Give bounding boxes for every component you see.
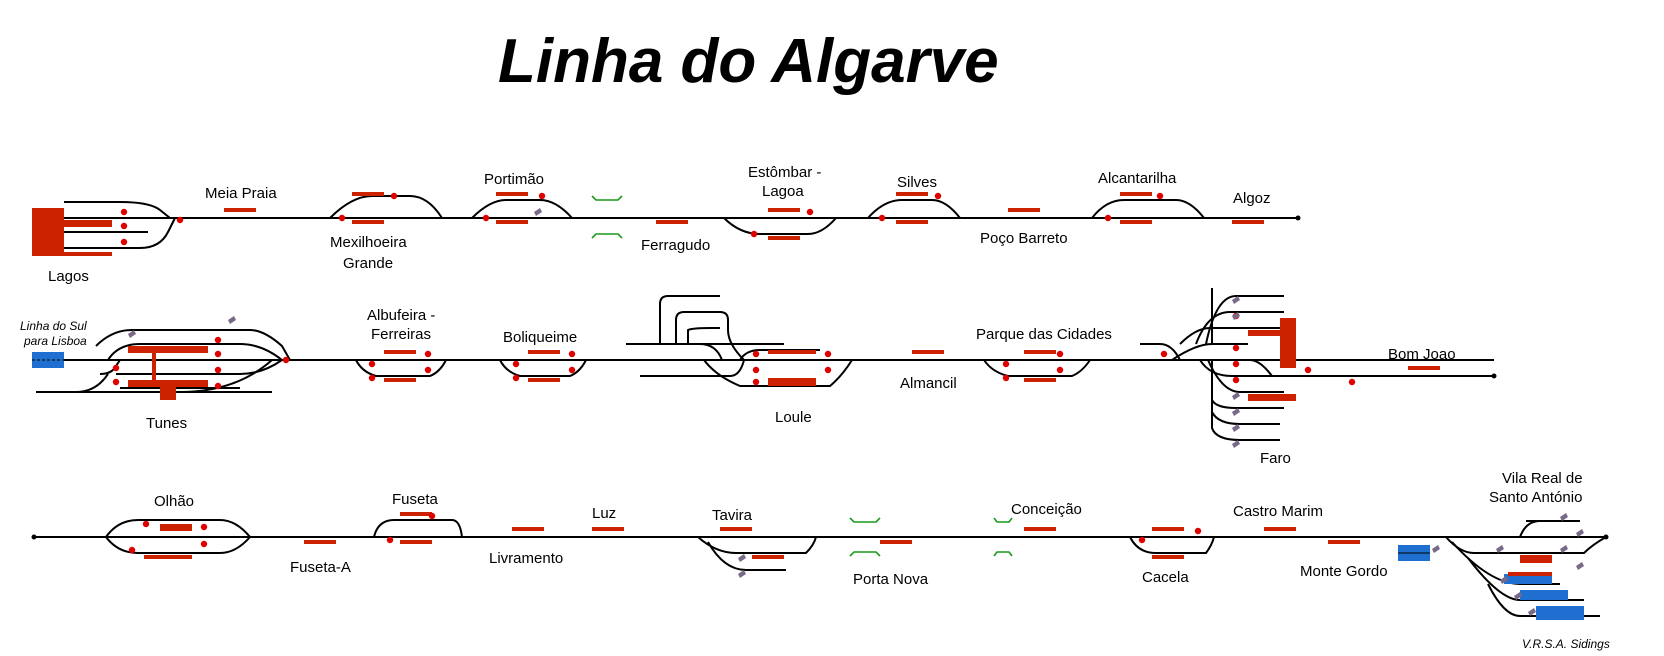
station-parque-das-cidades: Parque das Cidades bbox=[976, 326, 1112, 343]
row-1-cuttings bbox=[591, 195, 623, 239]
row-1-signals bbox=[120, 192, 1164, 246]
row-3-platforms bbox=[144, 512, 1584, 620]
station-estombar-2: Lagoa bbox=[762, 183, 804, 200]
station-fuseta-a: Fuseta-A bbox=[290, 559, 351, 576]
row-1-tracks bbox=[64, 195, 1301, 249]
station-olhao: Olhão bbox=[154, 493, 194, 510]
station-poco-barreto: Poço Barreto bbox=[980, 230, 1068, 247]
station-albufeira-1: Albufeira - bbox=[367, 307, 435, 324]
row-2-tracks bbox=[32, 288, 1497, 441]
station-alcantarilha: Alcantarilha bbox=[1098, 170, 1177, 187]
note-linha-do-sul-1: Linha do Sul bbox=[20, 319, 87, 333]
station-estombar-1: Estômbar - bbox=[748, 164, 821, 181]
row-3-tracks bbox=[31, 519, 1609, 617]
station-vrsa-1: Vila Real de bbox=[1502, 470, 1583, 487]
station-porta-nova: Porta Nova bbox=[853, 571, 929, 588]
station-silves: Silves bbox=[897, 174, 937, 191]
diagram-title: Linha do Algarve bbox=[498, 27, 999, 96]
station-castro-marim: Castro Marim bbox=[1233, 503, 1323, 520]
row-2-platforms bbox=[128, 318, 1440, 401]
station-livramento: Livramento bbox=[489, 550, 563, 567]
station-ferragudo: Ferragudo bbox=[641, 237, 710, 254]
row-3-signals bbox=[128, 512, 1584, 616]
row-3-cuttings bbox=[849, 517, 1013, 557]
station-faro: Faro bbox=[1260, 450, 1291, 467]
station-luz: Luz bbox=[592, 505, 616, 522]
row-1-platforms bbox=[32, 192, 1264, 256]
station-fuseta: Fuseta bbox=[392, 491, 439, 508]
station-loule: Loule bbox=[775, 409, 812, 426]
station-almancil: Almancil bbox=[900, 375, 957, 392]
station-conceicao: Conceição bbox=[1011, 501, 1082, 518]
note-linha-do-sul-2: para Lisboa bbox=[23, 334, 87, 348]
station-tavira: Tavira bbox=[712, 507, 753, 524]
station-monte-gordo: Monte Gordo bbox=[1300, 563, 1388, 580]
station-mexilhoeira-1: Mexilhoeira bbox=[330, 234, 407, 251]
station-bom-joao: Bom Joao bbox=[1388, 346, 1456, 363]
station-portimao: Portimão bbox=[484, 171, 544, 188]
station-cacela: Cacela bbox=[1142, 569, 1189, 586]
station-meia-praia: Meia Praia bbox=[205, 185, 277, 202]
row-3-labels: Olhão Fuseta-A Fuseta Livramento Luz Tav… bbox=[154, 470, 1610, 651]
note-vrsa-sidings: V.R.S.A. Sidings bbox=[1522, 637, 1610, 651]
row-1-labels: Lagos Meia Praia Mexilhoeira Grande Port… bbox=[48, 164, 1271, 285]
station-algoz: Algoz bbox=[1233, 190, 1271, 207]
row-2-labels: Linha do Sul para Lisboa Tunes Albufeira… bbox=[20, 307, 1456, 467]
station-mexilhoeira-2: Grande bbox=[343, 255, 393, 272]
station-albufeira-2: Ferreiras bbox=[371, 326, 431, 343]
row-2-signals bbox=[112, 296, 1356, 448]
station-lagos: Lagos bbox=[48, 268, 89, 285]
station-tunes: Tunes bbox=[146, 415, 187, 432]
station-vrsa-2: Santo António bbox=[1489, 489, 1582, 506]
station-boliqueime: Boliqueime bbox=[503, 329, 577, 346]
